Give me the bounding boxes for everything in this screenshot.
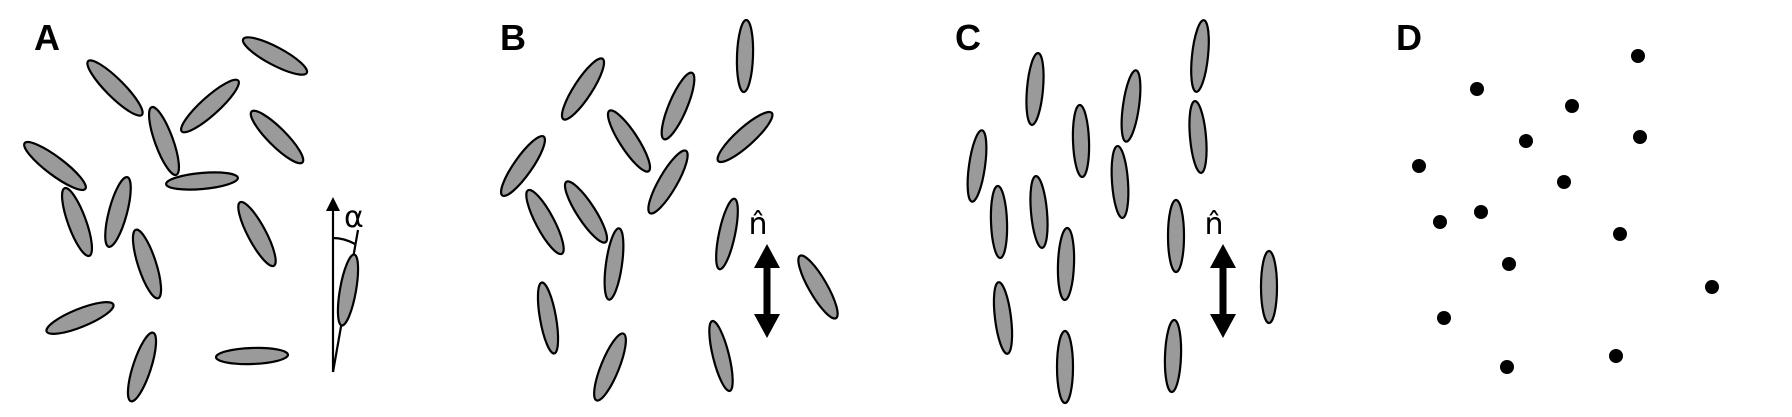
panel-c-molecules <box>966 19 1279 405</box>
director-arrow-down-head <box>754 314 780 338</box>
molecule <box>735 18 755 94</box>
particle-dot <box>1631 49 1645 63</box>
angle-alpha-label: α <box>344 200 364 235</box>
molecule <box>1110 144 1130 220</box>
particle-dot <box>1470 82 1484 96</box>
molecule <box>647 149 689 215</box>
molecule <box>249 109 305 165</box>
director-arrow-down-head <box>1210 314 1236 338</box>
molecule <box>23 140 87 192</box>
panel-b-label: B <box>500 17 526 58</box>
axis-arrowhead <box>326 197 340 211</box>
panel-d: D <box>1396 17 1719 374</box>
director-n-hat-label: n̂ <box>748 207 767 242</box>
molecule <box>716 110 774 164</box>
molecule <box>1056 226 1076 302</box>
panel-a-label: A <box>34 17 60 58</box>
director-arrow-up-head <box>754 244 780 268</box>
molecule <box>180 78 240 134</box>
panel-d-label: D <box>1396 17 1422 58</box>
molecule <box>708 319 734 393</box>
panel-b: B n̂ <box>499 17 839 402</box>
molecule <box>560 57 606 121</box>
molecule <box>131 228 163 300</box>
molecule <box>147 105 181 177</box>
panel-c-director: n̂ <box>1204 207 1236 338</box>
particle-dot <box>1519 134 1533 148</box>
panel-b-director: n̂ <box>748 207 780 338</box>
tilted-molecule <box>336 253 360 327</box>
panel-a: A α <box>23 17 364 403</box>
particle-dot <box>1613 227 1627 241</box>
molecule <box>1166 198 1186 274</box>
molecule <box>525 188 565 256</box>
molecule <box>1259 249 1279 325</box>
molecule <box>603 227 625 301</box>
molecule <box>992 281 1014 355</box>
panel-b-molecules <box>499 18 839 402</box>
molecule <box>660 71 696 141</box>
molecule <box>104 176 132 248</box>
particle-dot <box>1502 257 1516 271</box>
panel-c: C n̂ <box>955 17 1279 405</box>
particle-dot <box>1705 280 1719 294</box>
director-arrow-up-head <box>1210 244 1236 268</box>
panel-d-particles <box>1412 49 1719 374</box>
molecule <box>797 254 839 320</box>
molecule <box>1025 52 1045 126</box>
angle-diagram: α <box>326 197 364 373</box>
molecule <box>1163 318 1183 394</box>
molecule <box>1188 100 1208 174</box>
molecule <box>165 171 239 191</box>
molecule <box>1120 69 1142 143</box>
molecule <box>241 36 309 76</box>
director-n-hat-label: n̂ <box>1204 207 1223 242</box>
molecule <box>563 180 609 244</box>
molecule <box>86 59 144 117</box>
molecule <box>536 281 560 355</box>
panel-a-molecules <box>23 36 309 403</box>
molecule <box>1029 175 1049 249</box>
molecule <box>1071 103 1091 179</box>
particle-dot <box>1609 349 1623 363</box>
particle-dot <box>1633 130 1647 144</box>
molecule <box>593 332 627 402</box>
molecule <box>126 331 158 403</box>
molecule <box>715 197 739 271</box>
particle-dot <box>1565 99 1579 113</box>
panel-c-label: C <box>955 17 981 58</box>
molecule <box>966 129 988 203</box>
molecule <box>989 184 1009 260</box>
molecule <box>1190 19 1210 93</box>
molecule <box>499 134 547 198</box>
molecule <box>214 346 290 366</box>
particle-dot <box>1500 360 1514 374</box>
molecule <box>1055 329 1075 405</box>
angle-arc <box>332 236 356 245</box>
particle-dot <box>1474 205 1488 219</box>
particle-dot <box>1412 159 1426 173</box>
molecule <box>60 186 94 258</box>
molecule <box>237 200 277 268</box>
particle-dot <box>1557 175 1571 189</box>
particle-dot <box>1437 311 1451 325</box>
molecule <box>45 301 115 335</box>
molecule <box>606 109 652 173</box>
particle-dot <box>1433 215 1447 229</box>
